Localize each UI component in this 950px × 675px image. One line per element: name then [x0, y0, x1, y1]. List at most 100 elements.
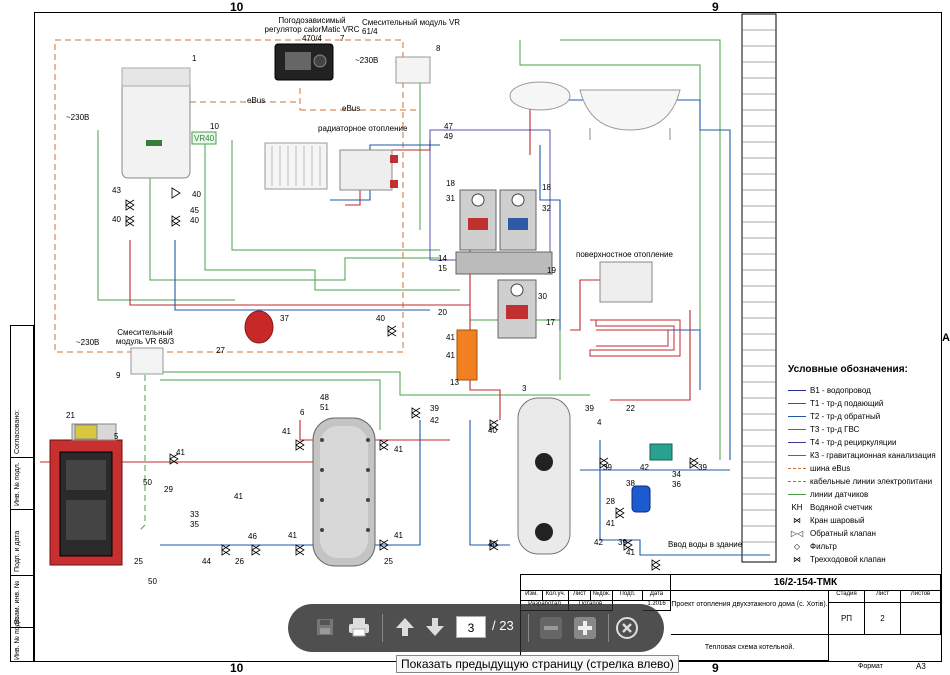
legend-item: ▷◁Обратный клапан	[788, 529, 876, 538]
position-number: 41	[288, 531, 297, 540]
regulator-label: Погодозависимый регулятор calorMatic VRC…	[264, 16, 360, 43]
position-number: 41	[234, 492, 243, 501]
tb-col-koluch: Кол.уч.	[543, 591, 569, 601]
position-number: 25	[384, 557, 393, 566]
legend-item: Т1 - тр-д подающий	[788, 399, 883, 408]
legend-swatch	[788, 494, 806, 496]
print-icon[interactable]	[346, 616, 372, 640]
position-number: 46	[248, 532, 257, 541]
position-number: 25	[134, 557, 143, 566]
legend-swatch	[788, 390, 806, 392]
page-total: / 23	[492, 618, 514, 633]
position-number: 40	[112, 215, 121, 224]
zone-number-top-right: 9	[712, 0, 719, 14]
position-number: 18	[542, 183, 551, 192]
side-stamp-strip: Согласовано: Инв. № подл. Подп. и дата В…	[10, 325, 34, 662]
position-number: 48	[320, 393, 329, 402]
tb-col-ndok: №док.	[591, 591, 613, 601]
position-number: 3	[522, 384, 527, 393]
side-label: Инв. № подл.	[14, 616, 21, 660]
position-number: 50	[148, 577, 157, 586]
mixing-module-left-label: Смесительный модуль VR 68/3	[115, 328, 175, 346]
side-label: Инв. № подл.	[14, 462, 21, 506]
tb-stage: РП	[829, 603, 865, 635]
position-number: 33	[190, 510, 199, 519]
position-number: 40	[488, 426, 497, 435]
position-number: 8	[436, 44, 441, 53]
position-number: 22	[626, 404, 635, 413]
page-number-input[interactable]: 3	[456, 616, 486, 638]
previous-page-button[interactable]	[392, 616, 418, 640]
legend-title: Условные обозначения:	[788, 364, 908, 375]
project-title: Проект отопления двухэтажного дома (с. Х…	[671, 591, 829, 635]
previous-page-tooltip: Показать предыдущую страницу (стрелка вл…	[396, 655, 679, 673]
close-icon[interactable]	[614, 616, 640, 640]
mixing-module-top-label: Смесительный модуль VR 61/4	[362, 18, 461, 36]
position-number: 43	[112, 186, 121, 195]
position-number: 14	[438, 254, 447, 263]
position-number: 10	[210, 122, 219, 131]
position-number: 40	[488, 540, 497, 549]
legend-swatch	[788, 481, 806, 483]
radiator	[264, 142, 328, 190]
toolbar-divider	[528, 614, 529, 642]
position-number: 26	[235, 557, 244, 566]
radiator-heating-label: радиаторное отопление	[318, 124, 408, 133]
position-number: 45	[190, 206, 199, 215]
vr40-label: VR40	[194, 134, 215, 143]
drawing-title: Тепловая схема котельной.	[671, 635, 829, 661]
legend-item: линии датчиков	[788, 490, 868, 499]
legend-swatch	[788, 468, 806, 470]
filter-icon: ◇	[793, 542, 801, 551]
legend-item: В1 - водопровод	[788, 386, 871, 395]
position-number: 41	[282, 427, 291, 436]
position-number: 20	[438, 308, 447, 317]
zoom-in-button[interactable]	[572, 616, 598, 640]
position-number: 30	[538, 292, 547, 301]
position-number: 50	[143, 478, 152, 487]
position-number: 41	[446, 351, 455, 360]
side-label: Подп. и дата	[14, 530, 21, 572]
solid-fuel-boiler	[49, 423, 123, 566]
position-number: 41	[394, 445, 403, 454]
format-label: Формат	[858, 663, 883, 670]
power-label-3: ~230В	[76, 338, 100, 347]
format-value: А3	[916, 662, 926, 671]
position-number: 27	[216, 346, 225, 355]
meter-icon: KH	[791, 503, 803, 512]
save-icon[interactable]	[312, 616, 338, 640]
position-number: 13	[450, 378, 459, 387]
next-page-button[interactable]	[422, 616, 448, 640]
position-number: 28	[606, 497, 615, 506]
position-number: 4	[597, 418, 602, 427]
ebus-label-1: eBus	[247, 96, 266, 105]
toolbar-divider	[382, 614, 383, 642]
check-valve-icon: ▷◁	[790, 529, 804, 538]
position-number: 40	[192, 190, 201, 199]
side-label: Согласовано:	[14, 409, 21, 454]
position-number: 39	[618, 538, 627, 547]
position-number: 37	[280, 314, 289, 323]
position-number: 47	[444, 122, 453, 131]
position-number: 41	[394, 531, 403, 540]
zoom-out-button[interactable]	[538, 616, 564, 640]
tb-sheet: 2	[865, 603, 901, 635]
legend-swatch	[788, 442, 806, 444]
legend-item: кабельные линии электропитани	[788, 477, 932, 486]
tb-sheets-hdr: Листов	[901, 591, 941, 603]
position-number: 38	[626, 479, 635, 488]
position-number: 15	[438, 264, 447, 273]
ball-valve-icon: ⋈	[793, 516, 801, 525]
position-number: 40	[190, 216, 199, 225]
gas-boiler	[121, 67, 191, 179]
legend-item: Т4 - тр-д рециркуляции	[788, 438, 896, 447]
tb-col-data: Дата	[643, 591, 671, 601]
position-number: 42	[640, 463, 649, 472]
position-number: 41	[176, 448, 185, 457]
position-number: 42	[594, 538, 603, 547]
legend-item: Т2 - тр-д обратный	[788, 412, 880, 421]
position-number: 5	[114, 432, 119, 441]
legend-item: К3 - гравитационная канализация	[788, 451, 936, 460]
legend-item: шина eBus	[788, 464, 850, 473]
